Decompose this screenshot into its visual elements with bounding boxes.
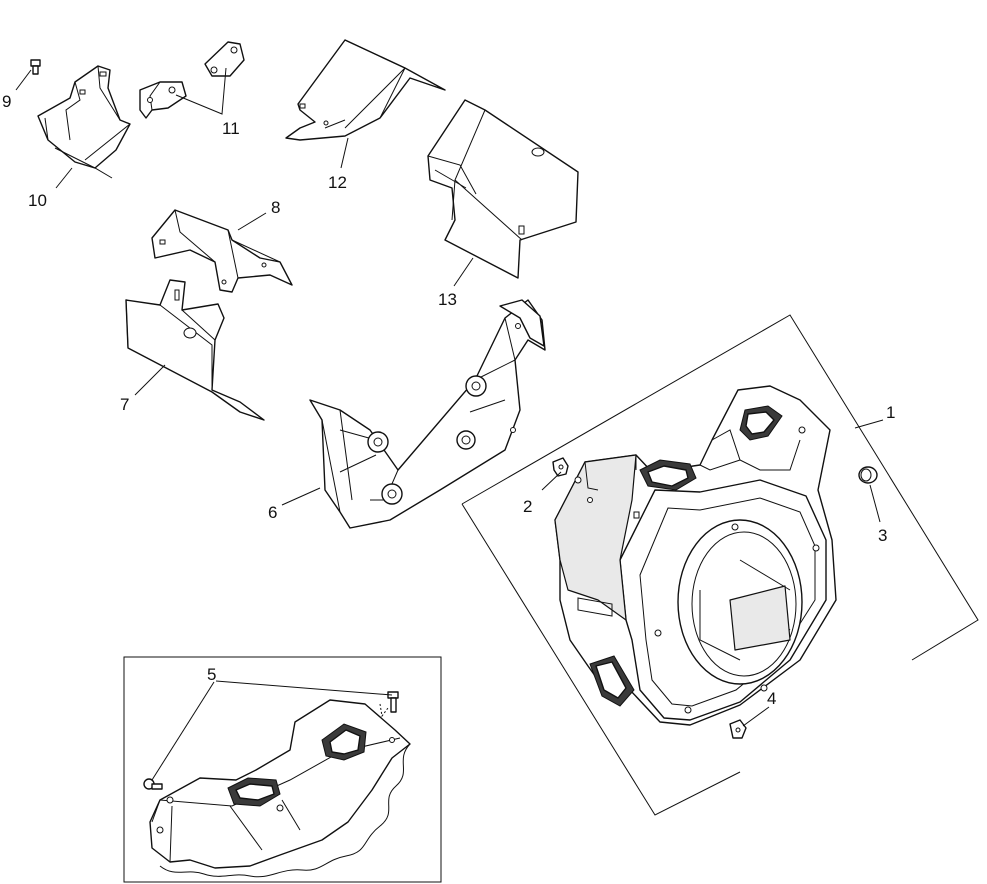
callout-11: 11 — [222, 119, 240, 138]
assembly-frame — [461, 314, 979, 816]
part-4-clip — [729, 719, 747, 739]
callout-13: 13 — [438, 290, 457, 309]
callout-5: 5 — [207, 665, 216, 684]
callout-8: 8 — [271, 198, 280, 217]
callout-9: 9 — [2, 92, 11, 111]
part-8-bracket — [151, 209, 293, 293]
callout-10: 10 — [28, 191, 47, 210]
callout-6: 6 — [268, 503, 277, 522]
part-3-plug — [858, 466, 878, 484]
part-7-baffle — [125, 279, 265, 421]
part-13-shroud — [427, 99, 579, 279]
callout-12: 12 — [328, 173, 347, 192]
callout-3: 3 — [878, 526, 887, 545]
part-9-screw — [30, 59, 41, 75]
part-12-shroud-piece — [285, 39, 446, 141]
callout-7: 7 — [120, 395, 129, 414]
callout-1: 1 — [886, 403, 895, 422]
callout-2: 2 — [523, 497, 532, 516]
callout-labels: 1 2 3 4 5 6 7 8 9 10 11 12 13 — [2, 92, 895, 708]
part-2-clip — [552, 457, 569, 477]
part-10-bracket — [37, 65, 131, 179]
leader-lines — [15, 67, 884, 781]
part-11-brackets — [139, 41, 245, 119]
inset-detail-box — [123, 656, 442, 883]
part-1-blower-housing — [554, 385, 837, 726]
callout-4: 4 — [767, 689, 776, 708]
part-6-back-plate — [309, 299, 546, 529]
